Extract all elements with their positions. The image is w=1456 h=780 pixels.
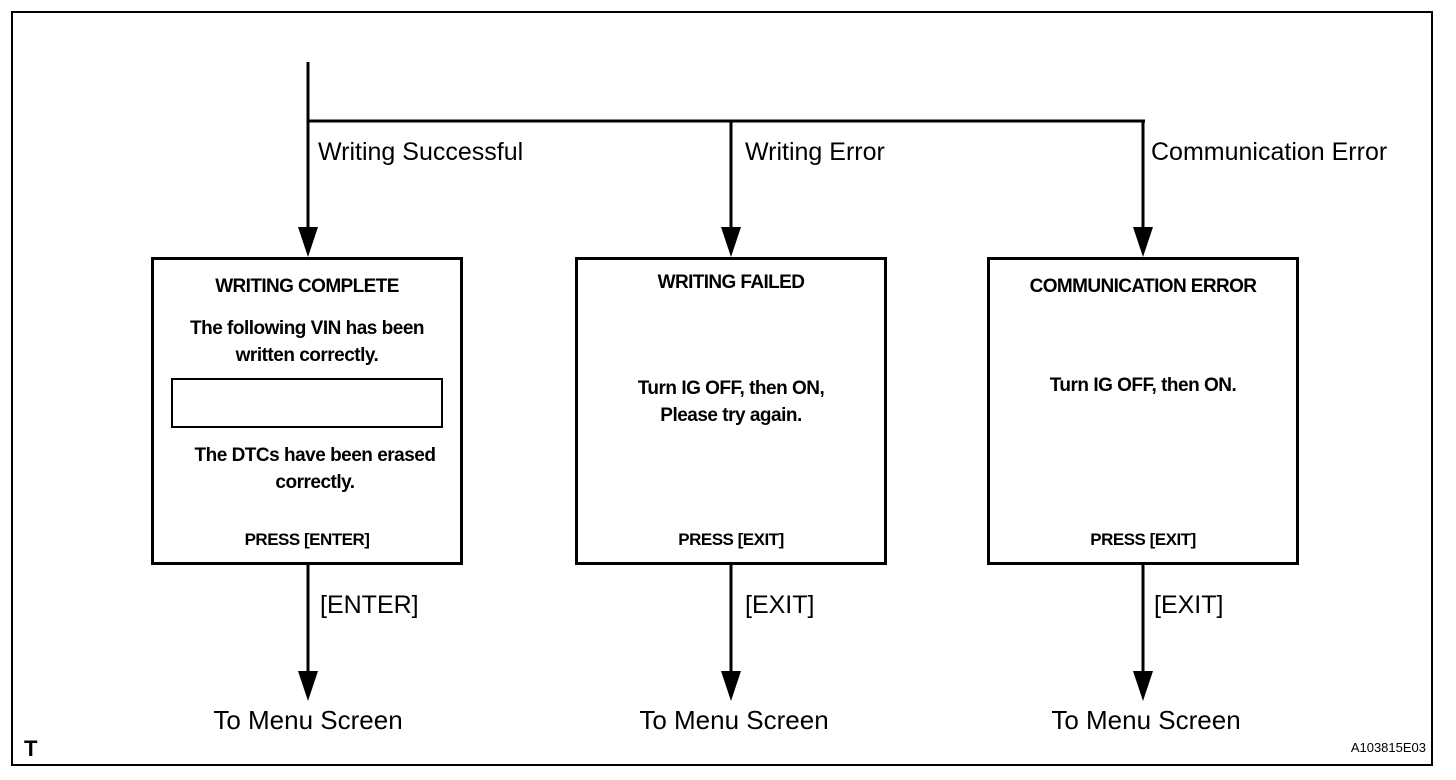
key-label-exit: [EXIT] — [745, 591, 815, 619]
corner-mark: T — [24, 736, 38, 761]
screen-communication-error: COMMUNICATION ERROR Turn IG OFF, then ON… — [987, 257, 1299, 565]
screen-message: Turn IG OFF, then ON, Please try again. — [578, 375, 884, 429]
arrowhead-3 — [1133, 227, 1153, 257]
press-exit-prompt: PRESS [EXIT] — [678, 530, 784, 549]
screen-title: WRITING COMPLETE — [215, 276, 399, 297]
branch-label-writing-error: Writing Error — [745, 138, 885, 166]
arrowhead-2 — [721, 227, 741, 257]
destination-menu-screen: To Menu Screen — [213, 705, 403, 735]
arrowhead-exit-3 — [1133, 671, 1153, 701]
screen-message: The following VIN has been written corre… — [154, 315, 460, 369]
message-line: The following VIN has been — [189, 318, 425, 339]
branch-label-communication-error: Communication Error — [1151, 138, 1388, 166]
arrowhead-exit-2 — [721, 671, 741, 701]
screen-writing-failed: WRITING FAILED Turn IG OFF, then ON, Ple… — [575, 257, 887, 565]
destination-menu-screen: To Menu Screen — [639, 705, 829, 735]
message-line: Turn IG OFF, then ON, — [637, 378, 825, 399]
arrowhead-exit-1 — [298, 671, 318, 701]
figure-id: A103815E03 — [1350, 740, 1426, 755]
message-line: correctly. — [275, 472, 355, 493]
screen-title: COMMUNICATION ERROR — [1029, 276, 1257, 297]
message-line: written correctly. — [235, 345, 379, 366]
screen-writing-complete: WRITING COMPLETE The following VIN has b… — [151, 257, 463, 565]
screen-message-dtc: The DTCs have been erased correctly. — [162, 442, 468, 496]
destination-menu-screen: To Menu Screen — [1051, 705, 1241, 735]
branch-label-success: Writing Successful — [318, 138, 524, 166]
press-enter-prompt: PRESS [ENTER] — [244, 530, 370, 549]
screen-message: Turn IG OFF, then ON. — [990, 372, 1296, 399]
message-line: Turn IG OFF, then ON. — [1049, 375, 1237, 396]
message-line: The DTCs have been erased — [194, 445, 436, 466]
key-label-exit: [EXIT] — [1154, 591, 1224, 619]
vin-display-box — [171, 378, 443, 428]
key-label-enter: [ENTER] — [320, 591, 419, 619]
diagram-frame — [11, 11, 1433, 766]
arrowhead-1 — [298, 227, 318, 257]
message-line: Please try again. — [660, 405, 802, 426]
screen-title: WRITING FAILED — [657, 272, 805, 293]
press-exit-prompt: PRESS [EXIT] — [1090, 530, 1196, 549]
